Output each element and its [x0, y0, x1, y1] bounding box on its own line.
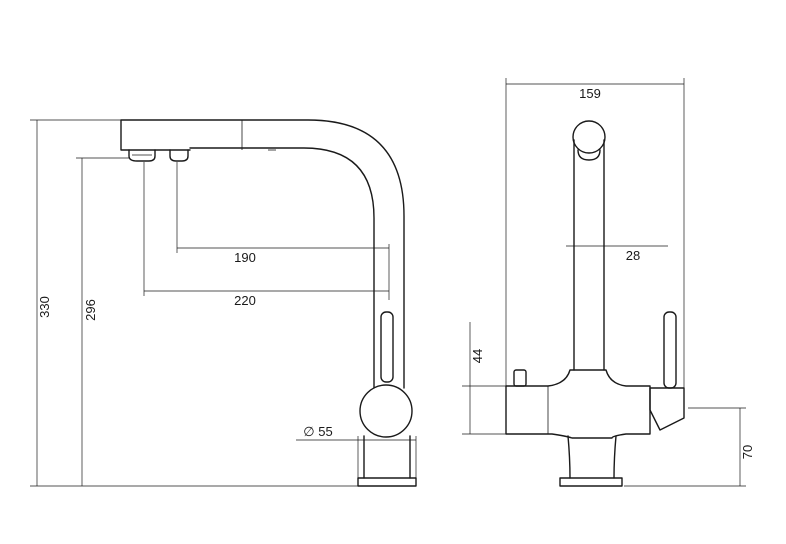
dim-label-70: 70 — [740, 445, 755, 459]
dim-label-55: ∅ 55 — [303, 424, 332, 439]
side-body — [363, 435, 411, 479]
front-left-knob — [513, 369, 527, 387]
front-stem — [567, 435, 617, 479]
side-lever — [380, 311, 394, 383]
dim-label-190: 190 — [234, 250, 256, 265]
dim-label-296: 296 — [83, 299, 98, 321]
side-spout-outer — [120, 119, 405, 389]
dim-label-28: 28 — [626, 248, 640, 263]
front-spout-column — [573, 139, 605, 371]
front-body — [505, 369, 651, 439]
dim-label-44: 44 — [470, 349, 485, 363]
front-spout-top — [572, 120, 606, 154]
front-lever — [663, 311, 677, 389]
side-nozzle-1 — [128, 149, 156, 162]
side-spout-inner — [189, 147, 375, 389]
dim-label-330: 330 — [37, 296, 52, 318]
front-lever-body — [649, 387, 685, 431]
side-base-plate — [357, 477, 417, 487]
side-nozzle-2 — [169, 149, 189, 162]
front-view: 159 28 44 70 — [462, 78, 755, 487]
dim-label-220: 220 — [234, 293, 256, 308]
side-handle-disc — [359, 384, 413, 438]
side-view: 330 296 190 220 ∅ 55 — [30, 119, 417, 487]
dim-label-159: 159 — [579, 86, 601, 101]
front-base-plate — [559, 477, 623, 487]
